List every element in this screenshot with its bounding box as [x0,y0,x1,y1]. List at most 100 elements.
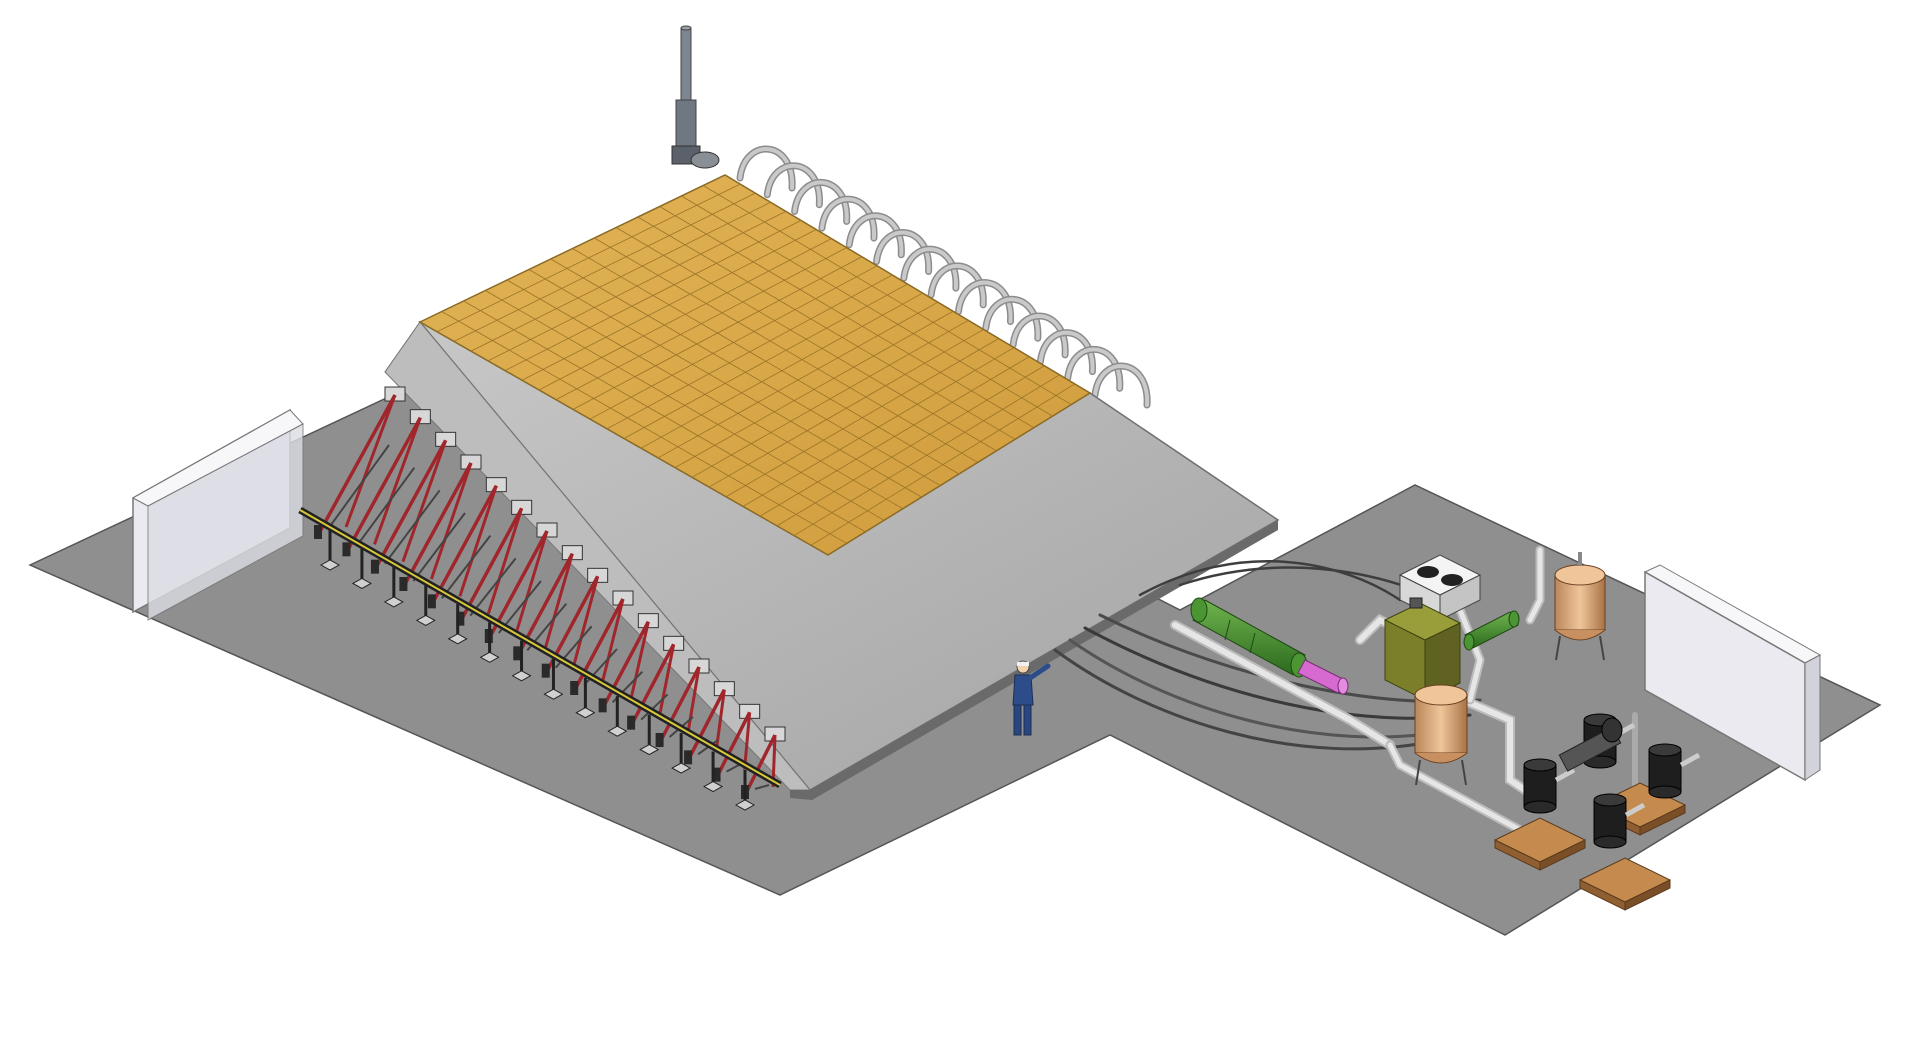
strut-jack [541,663,550,678]
strut-bracket [435,431,457,447]
strut-jack [399,577,408,591]
strut-rod [640,693,669,721]
strut-brace [429,462,473,580]
black-pump [1648,743,1701,799]
wooden-pallet [1493,817,1587,871]
pipe-loop-highlight [956,280,1013,324]
roof-tile-line [623,283,908,439]
strut-brace [714,689,726,753]
pipe-loop-highlight [929,264,986,307]
pump-body [1648,749,1682,793]
anchor-strut [712,703,761,782]
anchor-strut [655,658,710,747]
strut-bar [601,620,650,710]
copper-vessel-right [1554,552,1606,661]
pump-foot [1523,800,1557,814]
anchor-strut [370,431,457,574]
strut-bar [344,416,422,554]
strut-jack [684,750,693,765]
roof-tile-line [453,192,756,342]
pipe-loop-highlight [983,297,1040,341]
strut-bar [686,688,726,762]
anchor-post [511,640,532,682]
roof-tile-line [538,238,832,391]
roof-tile-line [504,220,802,371]
black-pump [1523,758,1576,814]
anchor-post [607,696,628,737]
strut-bar [629,643,676,727]
anchor-post-base [383,596,404,608]
roof-tile-line [810,383,1076,546]
glass-barrier-left [131,408,304,621]
anchor-strut [342,409,431,557]
pipe-loop-highlight [901,247,958,291]
pipe-loop-highlight [847,214,904,257]
roof-tile-line [521,229,817,381]
strut-brace [572,575,600,667]
strut-brace [373,417,422,545]
roof-tile-line [725,338,999,498]
roof-tile-line [793,374,1060,536]
strut-brace [686,666,701,736]
wooden-pallet [1578,857,1672,911]
side-anchor-struts [314,386,786,799]
anchor-post-base [415,614,436,626]
strut-bracket [587,567,609,583]
strut-brace [486,507,524,615]
strut-jack [655,733,664,747]
strut-rod [412,512,466,582]
strut-rod [327,444,390,530]
anchor-post-base [319,559,341,571]
strut-jack [342,542,351,557]
strut-brace [458,485,498,597]
strut-bracket [409,409,431,425]
roof-tile-line [572,256,863,410]
anchor-post [703,751,724,793]
roof-tile-line [436,183,741,333]
anchor-post [351,548,372,590]
strut-rod [469,557,517,617]
roof-tile-line [589,265,878,420]
anchor-strut [314,386,406,539]
strut-brace [543,553,574,649]
roof-tile-line [657,301,939,459]
anchor-post-base [734,799,756,811]
strut-bracket [460,454,482,470]
strut-rod [355,467,416,547]
strut-bar [430,484,498,606]
anchor-post-base [447,633,468,645]
anchor-post [575,677,596,719]
strut-brace [629,621,650,701]
anchor-post [479,622,500,663]
black-pump [1593,793,1646,849]
ground-anchor-posts [319,530,756,811]
pump-foot [1593,835,1627,849]
pump-cap [1523,758,1557,772]
strut-jack [570,681,579,695]
anchor-strut [627,635,685,730]
strut-bracket [561,545,583,561]
strut-brace [515,530,549,632]
pipe-loop-highlight [1038,330,1095,374]
anchor-post-base [543,688,564,700]
roof-tile-line [759,356,1030,517]
pallet-side [1639,804,1686,836]
heat-exchanger-short [1463,610,1520,651]
strut-jack [712,767,721,782]
roof-tile-line [606,274,893,430]
anchor-strut [456,499,533,626]
strut-brace [657,644,676,718]
anchor-post-base [639,744,660,756]
anchor-post-base [575,707,596,719]
tiled-roof [418,174,1092,556]
pump-cap [1593,793,1627,807]
process-plant [1170,545,1701,911]
strut-bar [714,711,752,779]
pallets-and-pumps [1493,713,1701,911]
roof-tile-line [708,329,984,488]
anchor-post-base [703,780,724,793]
process-pipework [1170,545,1638,835]
strut-bar [316,394,397,536]
anchor-post [671,733,692,774]
strut-bar [373,439,448,571]
